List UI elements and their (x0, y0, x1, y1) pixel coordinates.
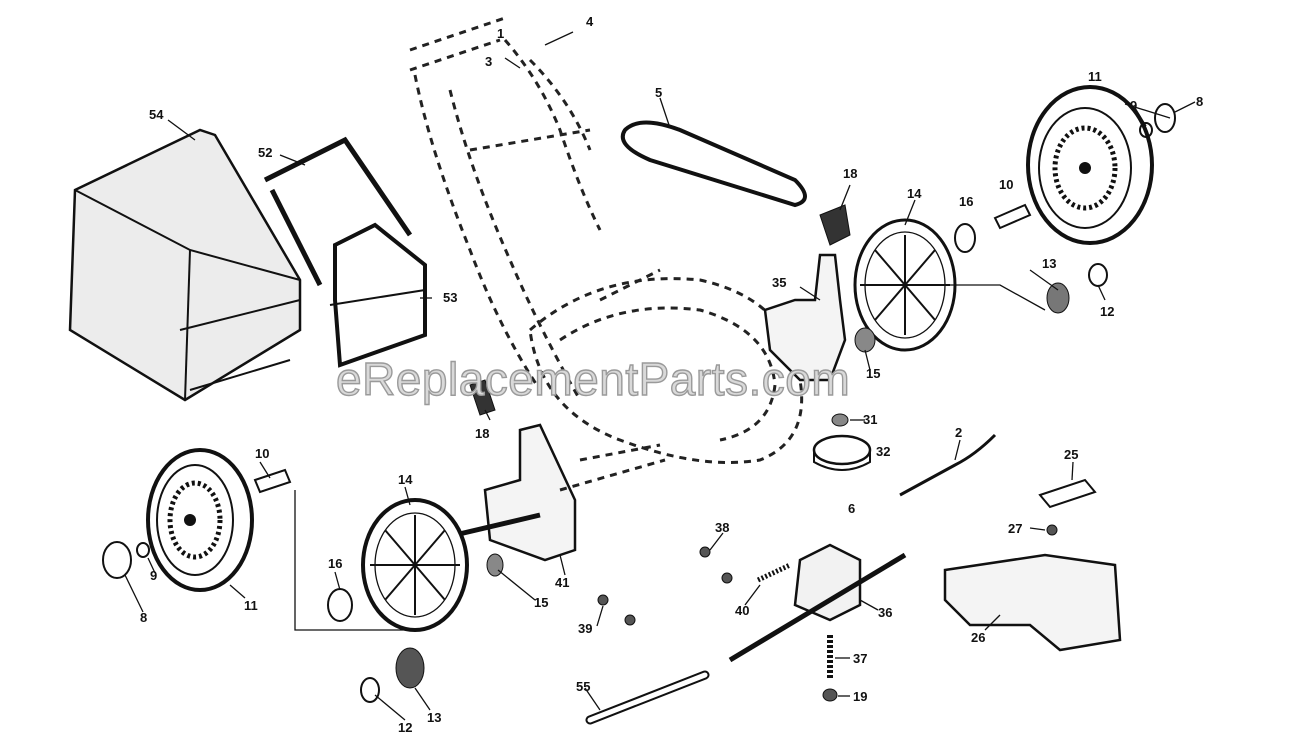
callout-18-lower: 18 (475, 426, 489, 441)
callout-55: 55 (576, 679, 590, 694)
callout-5: 5 (655, 85, 662, 100)
callout-19: 19 (853, 689, 867, 704)
callout-16-right: 16 (959, 194, 973, 209)
watermark-text: eReplacementParts.com (336, 353, 850, 405)
bag-frame-upper (263, 136, 413, 287)
callout-11-left: 11 (244, 598, 258, 613)
callout-1: 1 (497, 26, 504, 41)
callout-37: 37 (853, 651, 867, 666)
callout-53: 53 (443, 290, 457, 305)
callout-26: 26 (971, 630, 985, 645)
callout-31: 31 (863, 412, 877, 427)
deck-outline (528, 268, 804, 464)
transmission (728, 543, 907, 663)
callout-10-left: 10 (255, 446, 269, 461)
grass-bag (68, 128, 302, 402)
callout-15-left: 15 (534, 595, 548, 610)
callout-2: 2 (955, 425, 962, 440)
callout-3: 3 (485, 54, 492, 69)
pinion-right (950, 263, 1108, 314)
discharge-chute (943, 478, 1122, 652)
callout-16-left: 16 (328, 556, 342, 571)
callout-40: 40 (735, 603, 749, 618)
callout-54: 54 (149, 107, 164, 122)
drive-housing-left (454, 423, 666, 562)
rear-wheel-left (146, 448, 254, 592)
spring-lower (469, 379, 496, 416)
spring-upper (819, 204, 851, 246)
pulley (812, 413, 872, 471)
callout-38: 38 (715, 520, 729, 535)
callout-27: 27 (1008, 521, 1022, 536)
rear-wheel-right (1026, 85, 1154, 245)
callout-14-right: 14 (907, 186, 922, 201)
gear-housing-right (763, 253, 876, 382)
callout-41: 41 (555, 575, 569, 590)
bushing-left (253, 468, 292, 494)
callout-15-right: 15 (866, 366, 880, 381)
callout-6: 6 (848, 501, 855, 516)
control-cable (899, 433, 997, 497)
spring-40 (756, 562, 792, 583)
hubcap-left (102, 541, 150, 579)
hubcap-right (1139, 103, 1176, 138)
callout-36: 36 (878, 605, 892, 620)
callout-14-left: 14 (398, 472, 413, 487)
callout-13-right: 13 (1042, 256, 1056, 271)
callout-9-right: 9 (1130, 98, 1137, 113)
bolt-37 (822, 635, 838, 702)
callout-12-right: 12 (1100, 304, 1114, 319)
callout-8-left: 8 (140, 610, 147, 625)
drive-belt (620, 120, 807, 208)
leader-lines (124, 31, 1196, 721)
drive-wheel-right (853, 218, 957, 352)
nuts-38-39 (597, 546, 733, 626)
callout-39: 39 (578, 621, 592, 636)
callout-25: 25 (1064, 447, 1078, 462)
bushing-right (954, 203, 1032, 253)
callout-10-right: 10 (999, 177, 1013, 192)
bag-frame-lower (329, 222, 427, 368)
callout-4: 4 (586, 14, 594, 29)
handle-assembly-outline (409, 16, 602, 401)
callout-11-right: 11 (1088, 69, 1102, 84)
callout-32: 32 (876, 444, 890, 459)
callout-labels: 1 3 4 5 11 9 8 18 14 16 10 13 12 35 15 5… (140, 14, 1203, 735)
callout-18-upper: 18 (843, 166, 857, 181)
axle (585, 670, 710, 725)
pinion-left (360, 647, 425, 703)
callout-12-left: 12 (398, 720, 412, 735)
callout-52: 52 (258, 145, 272, 160)
callout-9-left: 9 (150, 568, 157, 583)
drive-wheel-left (361, 498, 469, 632)
callout-13-left: 13 (427, 710, 441, 725)
callout-8-right: 8 (1196, 94, 1203, 109)
callout-35: 35 (772, 275, 786, 290)
